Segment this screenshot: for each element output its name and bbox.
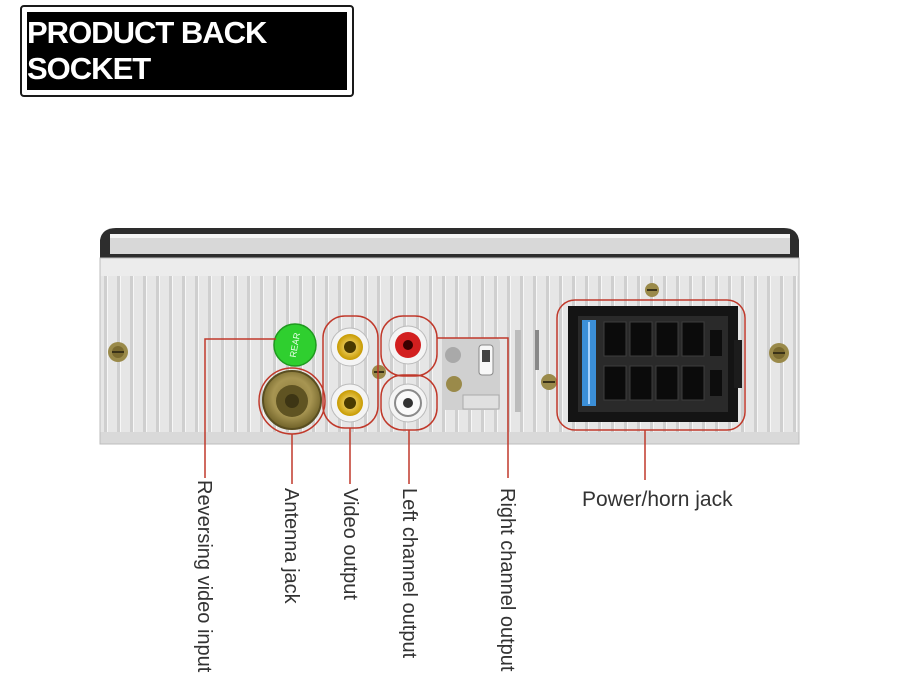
iso-power-connector — [568, 306, 742, 422]
label-right-channel-output: Right channel output — [496, 488, 518, 672]
svg-text:REAR: REAR — [288, 331, 302, 358]
leader-line-reversing-video — [204, 338, 276, 478]
screw-connector-left — [541, 374, 557, 390]
screw-middle — [372, 365, 386, 379]
rca-left-channel-output — [388, 383, 428, 423]
chassis-top — [100, 228, 799, 258]
reversing-video-input-jack: REAR — [273, 323, 317, 367]
label-power-horn-jack: Power/horn jack — [582, 488, 733, 511]
rca-video-output-top — [330, 327, 370, 367]
callout-box-power-connector — [556, 299, 746, 431]
antenna-jack — [262, 370, 322, 430]
mounting-screw-left — [108, 342, 128, 362]
screw-top-right — [645, 283, 659, 297]
label-antenna-jack: Antenna jack — [280, 488, 302, 604]
cable-clip — [442, 338, 500, 410]
mounting-screw-right — [769, 343, 789, 363]
slot-divider — [515, 330, 539, 412]
leader-line-right-channel — [437, 337, 509, 478]
rca-right-channel-output — [388, 325, 428, 365]
label-left-channel-output: Left channel output — [398, 488, 420, 659]
rca-video-output-bottom — [330, 383, 370, 423]
title-banner: PRODUCT BACK SOCKET — [20, 5, 354, 97]
label-video-output: Video output — [339, 488, 361, 600]
callout-box-right-channel — [380, 315, 438, 377]
label-reversing-video-input: Reversing video input — [193, 480, 215, 673]
page-title: PRODUCT BACK SOCKET — [27, 12, 347, 90]
